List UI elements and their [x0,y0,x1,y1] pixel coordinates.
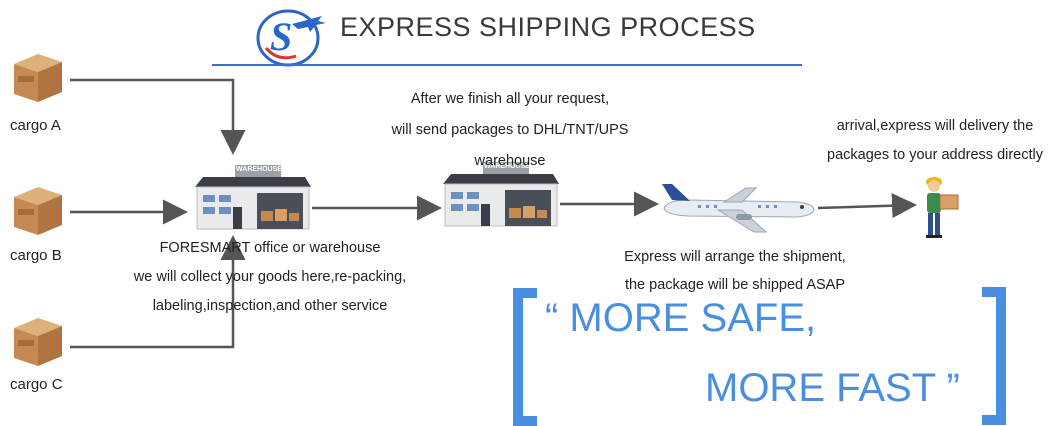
cargo-box-c-icon [14,318,62,366]
send-caption-line3: warehouse [474,153,546,169]
delivery-courier-icon [926,177,959,238]
cargo-box-a-icon [14,54,62,102]
arrow-cargo-c [70,235,246,349]
arrow-plane-to-courier [817,193,917,219]
shipment-caption: Express will arrange the shipment, the p… [590,243,880,299]
office-caption-line1: FORESMART office or warehouse [159,240,381,256]
office-warehouse-icon [195,165,311,230]
page-title: EXPRESS SHIPPING PROCESS [340,12,756,42]
slogan-right-bracket [982,287,1006,425]
svg-text:S: S [270,14,292,59]
carrier-warehouse-sign: WAREHOUSE [484,163,530,170]
cargo-a-label: cargo A [10,117,61,134]
arrival-caption: arrival,express will delivery the packag… [805,112,1060,170]
office-caption-line2: we will collect your goods here,re-packi… [133,269,407,285]
carrier-warehouse-icon [443,162,559,227]
send-caption-line1: After we finish all your request, [410,91,610,107]
slogan-line2: MORE FAST ” [705,366,960,410]
cargo-c-label: cargo C [10,376,63,393]
cargo-b-label: cargo B [10,247,62,264]
shipment-caption-line2: the package will be shipped ASAP [624,277,846,293]
shipment-caption-line1: Express will arrange the shipment, [624,249,846,265]
send-caption: After we finish all your request, will s… [360,84,660,177]
arrival-caption-line2: packages to your address directly [827,147,1043,163]
office-caption-line3: labeling,inspection,and other service [152,298,388,314]
title-underline [212,64,802,66]
send-caption-line2: will send packages to DHL/TNT/UPS [391,122,629,138]
office-caption: FORESMART office or warehouse we will co… [100,234,440,321]
arrival-caption-line1: arrival,express will delivery the [836,118,1034,134]
slogan-left-bracket [513,288,537,426]
cargo-box-b-icon [14,187,62,235]
office-warehouse-sign: WAREHOUSE [236,166,282,173]
slogan-line1: “ MORE SAFE, [545,296,817,340]
airplane-icon [662,184,815,233]
arrow-cargo-a [70,78,246,155]
